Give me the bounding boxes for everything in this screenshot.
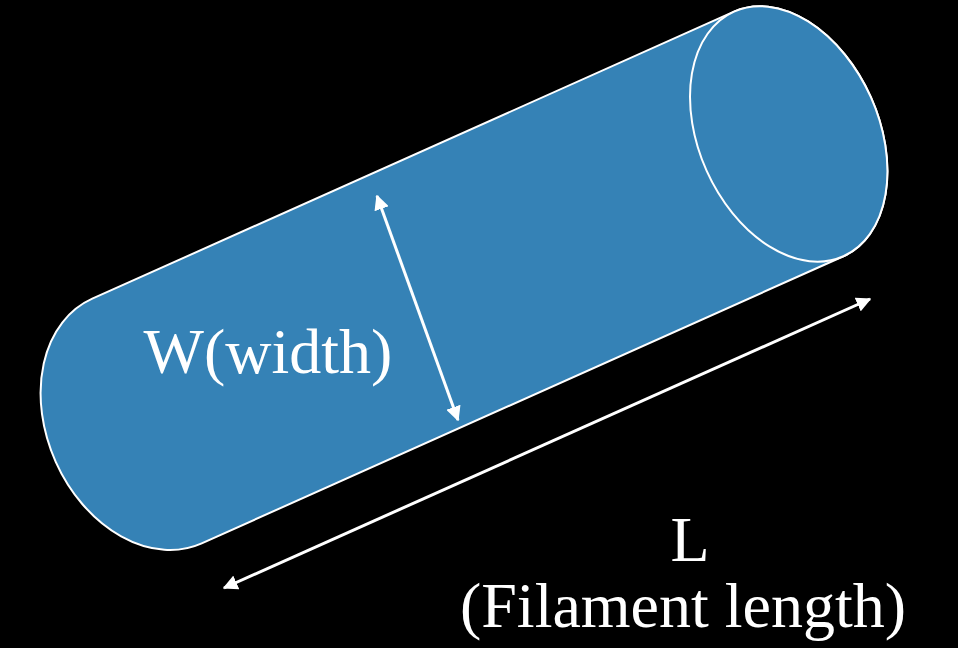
width-arrow: [377, 196, 458, 420]
dimension-label: W(width): [144, 320, 393, 384]
dimension-label: (Filament length): [460, 574, 906, 638]
dimension-symbol: L: [670, 508, 709, 572]
filament-cylinder: [1, 0, 926, 584]
